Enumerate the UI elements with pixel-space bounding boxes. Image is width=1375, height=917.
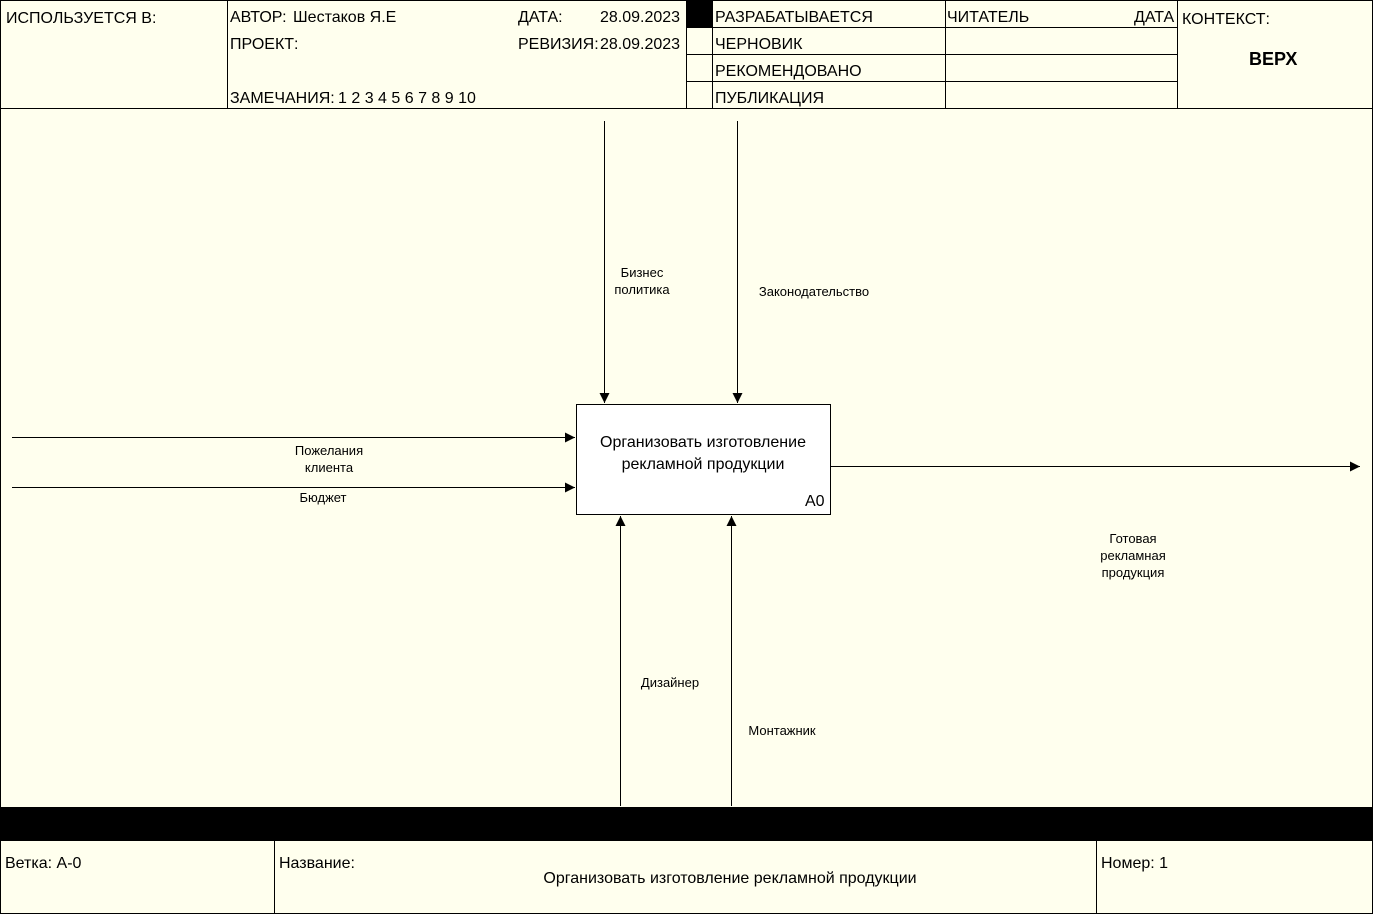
label-client-wishes-line2: клиента bbox=[304, 460, 354, 475]
footer-node: Ветка: А-0 bbox=[5, 856, 81, 872]
footer-black-band bbox=[0, 807, 1373, 841]
context-value: ВЕРХ bbox=[1249, 49, 1298, 69]
status-draft: ЧЕРНОВИК bbox=[715, 36, 803, 53]
footer-number-label: Номер: bbox=[1101, 855, 1155, 872]
label-finished-product-line2: рекламная bbox=[1100, 548, 1166, 563]
label-business-policy: Бизнес политика bbox=[614, 264, 669, 298]
label-finished-product-line3: продукция bbox=[1101, 565, 1165, 580]
notes-value: 1 2 3 4 5 6 7 8 9 10 bbox=[338, 90, 476, 107]
label-designer: Дизайнер bbox=[640, 675, 700, 690]
activity-box-a0[interactable] bbox=[576, 404, 831, 515]
footer-node-value: А-0 bbox=[56, 855, 82, 872]
footer-title-value: Организовать изготовление рекламной прод… bbox=[543, 870, 917, 887]
activity-title: Организовать изготовление рекламной прод… bbox=[600, 432, 806, 476]
label-client-wishes: Пожелания клиента bbox=[295, 442, 363, 476]
header-grid bbox=[0, 0, 1373, 109]
reader-date-label: ДАТА bbox=[1134, 9, 1175, 26]
label-installer: Монтажник bbox=[748, 723, 816, 738]
notes-label: ЗАМЕЧАНИЯ: bbox=[230, 90, 335, 107]
used-in-label: ИСПОЛЬЗУЕТСЯ В: bbox=[6, 10, 157, 27]
label-business-policy-line2: политика bbox=[614, 282, 670, 297]
label-business-policy-line1: Бизнес bbox=[620, 265, 664, 280]
revision-label: РЕВИЗИЯ: bbox=[518, 36, 599, 53]
status-marker bbox=[687, 1, 712, 27]
revision-value: 28.09.2023 bbox=[600, 36, 681, 53]
footer-number-value: 1 bbox=[1159, 855, 1169, 872]
label-finished-product: Готовая рекламная продукция bbox=[1100, 530, 1166, 581]
footer-node-label: Ветка: bbox=[5, 855, 53, 872]
date-value: 28.09.2023 bbox=[600, 9, 681, 26]
status-recommended: РЕКОМЕНДОВАНО bbox=[715, 63, 862, 80]
date-label: ДАТА: bbox=[518, 9, 563, 26]
footer-number: Номер: 1 bbox=[1101, 856, 1168, 872]
label-budget: Бюджет bbox=[299, 490, 347, 505]
activity-node-number: A0 bbox=[805, 493, 825, 510]
label-legislation: Законодательство bbox=[758, 284, 870, 299]
context-label: КОНТЕКСТ: bbox=[1182, 11, 1270, 28]
project-label: ПРОЕКТ: bbox=[230, 36, 299, 53]
status-developing: РАЗРАБАТЫВАЕТСЯ bbox=[715, 9, 873, 26]
label-finished-product-line1: Готовая bbox=[1109, 531, 1157, 546]
author-value: Шестаков Я.Е bbox=[293, 9, 397, 26]
activity-title-line2: рекламной продукции bbox=[621, 456, 785, 473]
status-publication: ПУБЛИКАЦИЯ bbox=[715, 90, 825, 107]
footer-title-label: Название: bbox=[279, 855, 355, 872]
label-client-wishes-line1: Пожелания bbox=[294, 443, 364, 458]
footer-grid bbox=[0, 841, 1373, 914]
author-label: АВТОР: bbox=[230, 9, 287, 26]
reader-label: ЧИТАТЕЛЬ bbox=[947, 9, 1030, 26]
activity-title-line1: Организовать изготовление bbox=[600, 434, 806, 451]
